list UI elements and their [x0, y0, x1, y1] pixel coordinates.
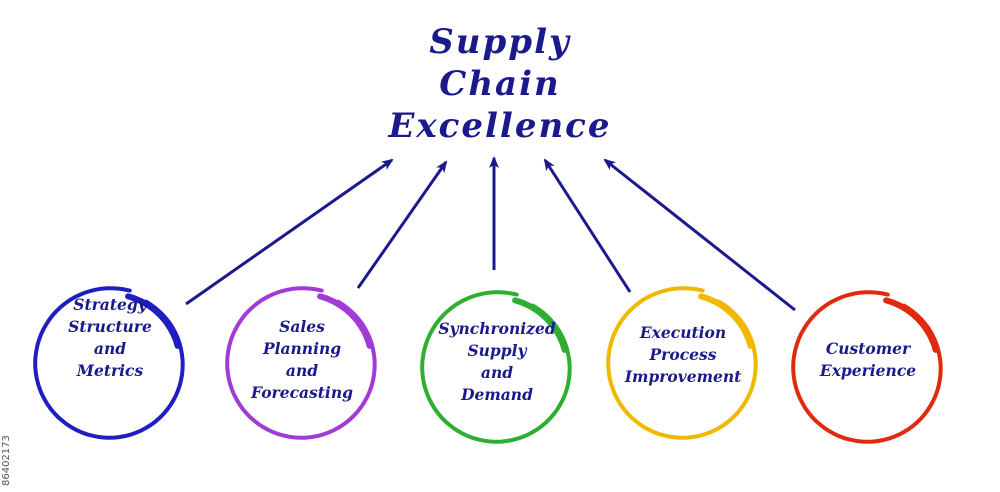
circles-layer: [33, 286, 943, 444]
node-label-line: and: [480, 363, 514, 382]
node-label-line: Planning: [262, 339, 342, 358]
circle-strategy: [33, 286, 185, 440]
node-label-line: Customer: [825, 339, 911, 358]
title-line-3: Excellence: [388, 106, 612, 146]
node-label-line: Strategy: [73, 295, 147, 314]
title-line-1: Supply: [429, 22, 571, 62]
title-line-2: Chain: [439, 64, 561, 104]
node-label-line: Execution: [639, 323, 727, 342]
node-label-line: Sales: [279, 317, 325, 336]
node-label-line: Improvement: [624, 367, 742, 386]
node-label-line: Metrics: [76, 361, 144, 380]
node-label-line: Experience: [819, 361, 917, 380]
node-label-line: and: [93, 339, 127, 358]
arrows-layer: [185, 156, 796, 312]
node-label-line: Process: [649, 345, 717, 364]
circle-synchronized: [420, 290, 572, 444]
circle-sales: [225, 286, 377, 440]
node-label-line: and: [285, 361, 319, 380]
node-label-line: Supply: [467, 341, 527, 360]
arrow-sales: [356, 160, 448, 289]
node-label-line: Demand: [461, 385, 533, 404]
circle-execution: [606, 286, 758, 440]
side-id-text: 86402173: [1, 435, 12, 486]
node-label-line: Structure: [68, 317, 152, 336]
circle-customer: [791, 290, 943, 444]
node-label-line: Synchronized: [438, 319, 556, 338]
arrow-strategy: [185, 158, 394, 306]
arrow-customer: [603, 158, 796, 312]
node-label-line: Forecasting: [251, 383, 353, 402]
arrow-execution: [543, 158, 632, 293]
